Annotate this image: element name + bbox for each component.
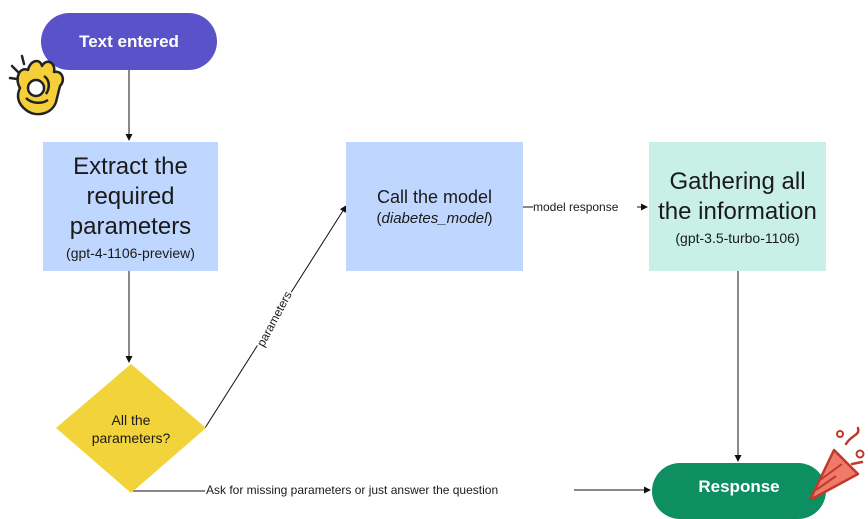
decision-shape xyxy=(56,364,206,493)
decision-line-1: All the xyxy=(111,411,151,428)
call-model-line-1: Call the model xyxy=(376,186,493,207)
edge-label-model-response: model response xyxy=(533,200,619,214)
call-model-close: ) xyxy=(487,209,493,227)
flowchart: Text entered Extract the required parame… xyxy=(8,13,865,519)
call-model-open: ( xyxy=(376,209,382,227)
edge-label-ask-missing: Ask for missing parameters or just answe… xyxy=(206,483,499,497)
extract-line-2: required xyxy=(86,182,175,210)
gather-line-2: the information xyxy=(658,197,817,225)
call-model-node: Call the model (diabetes_model) xyxy=(346,142,523,271)
ok-hand-icon xyxy=(8,54,65,116)
extract-model: (gpt-4-1106-preview) xyxy=(66,244,195,261)
decision-node: All the parameters? xyxy=(56,364,206,493)
start-label: Text entered xyxy=(79,31,179,51)
decision-line-2: parameters? xyxy=(91,429,171,446)
start-node: Text entered xyxy=(41,13,217,70)
response-node: Response xyxy=(652,463,826,519)
decision-text: All the parameters? xyxy=(56,364,206,493)
call-model-name: (diabetes_model) xyxy=(377,209,493,229)
extract-line-3: parameters xyxy=(69,212,192,240)
party-popper-icon xyxy=(808,426,865,500)
response-label: Response xyxy=(698,477,780,496)
gather-model: (gpt-3.5-turbo-1106) xyxy=(675,229,800,246)
call-model-model-name: diabetes_model xyxy=(381,209,488,227)
extract-parameters-node: Extract the required parameters (gpt-4-1… xyxy=(43,142,218,271)
gather-info-node: Gathering all the information (gpt-3.5-t… xyxy=(649,142,826,271)
gather-line-1: Gathering all xyxy=(669,167,806,195)
extract-line-1: Extract the xyxy=(73,152,188,180)
